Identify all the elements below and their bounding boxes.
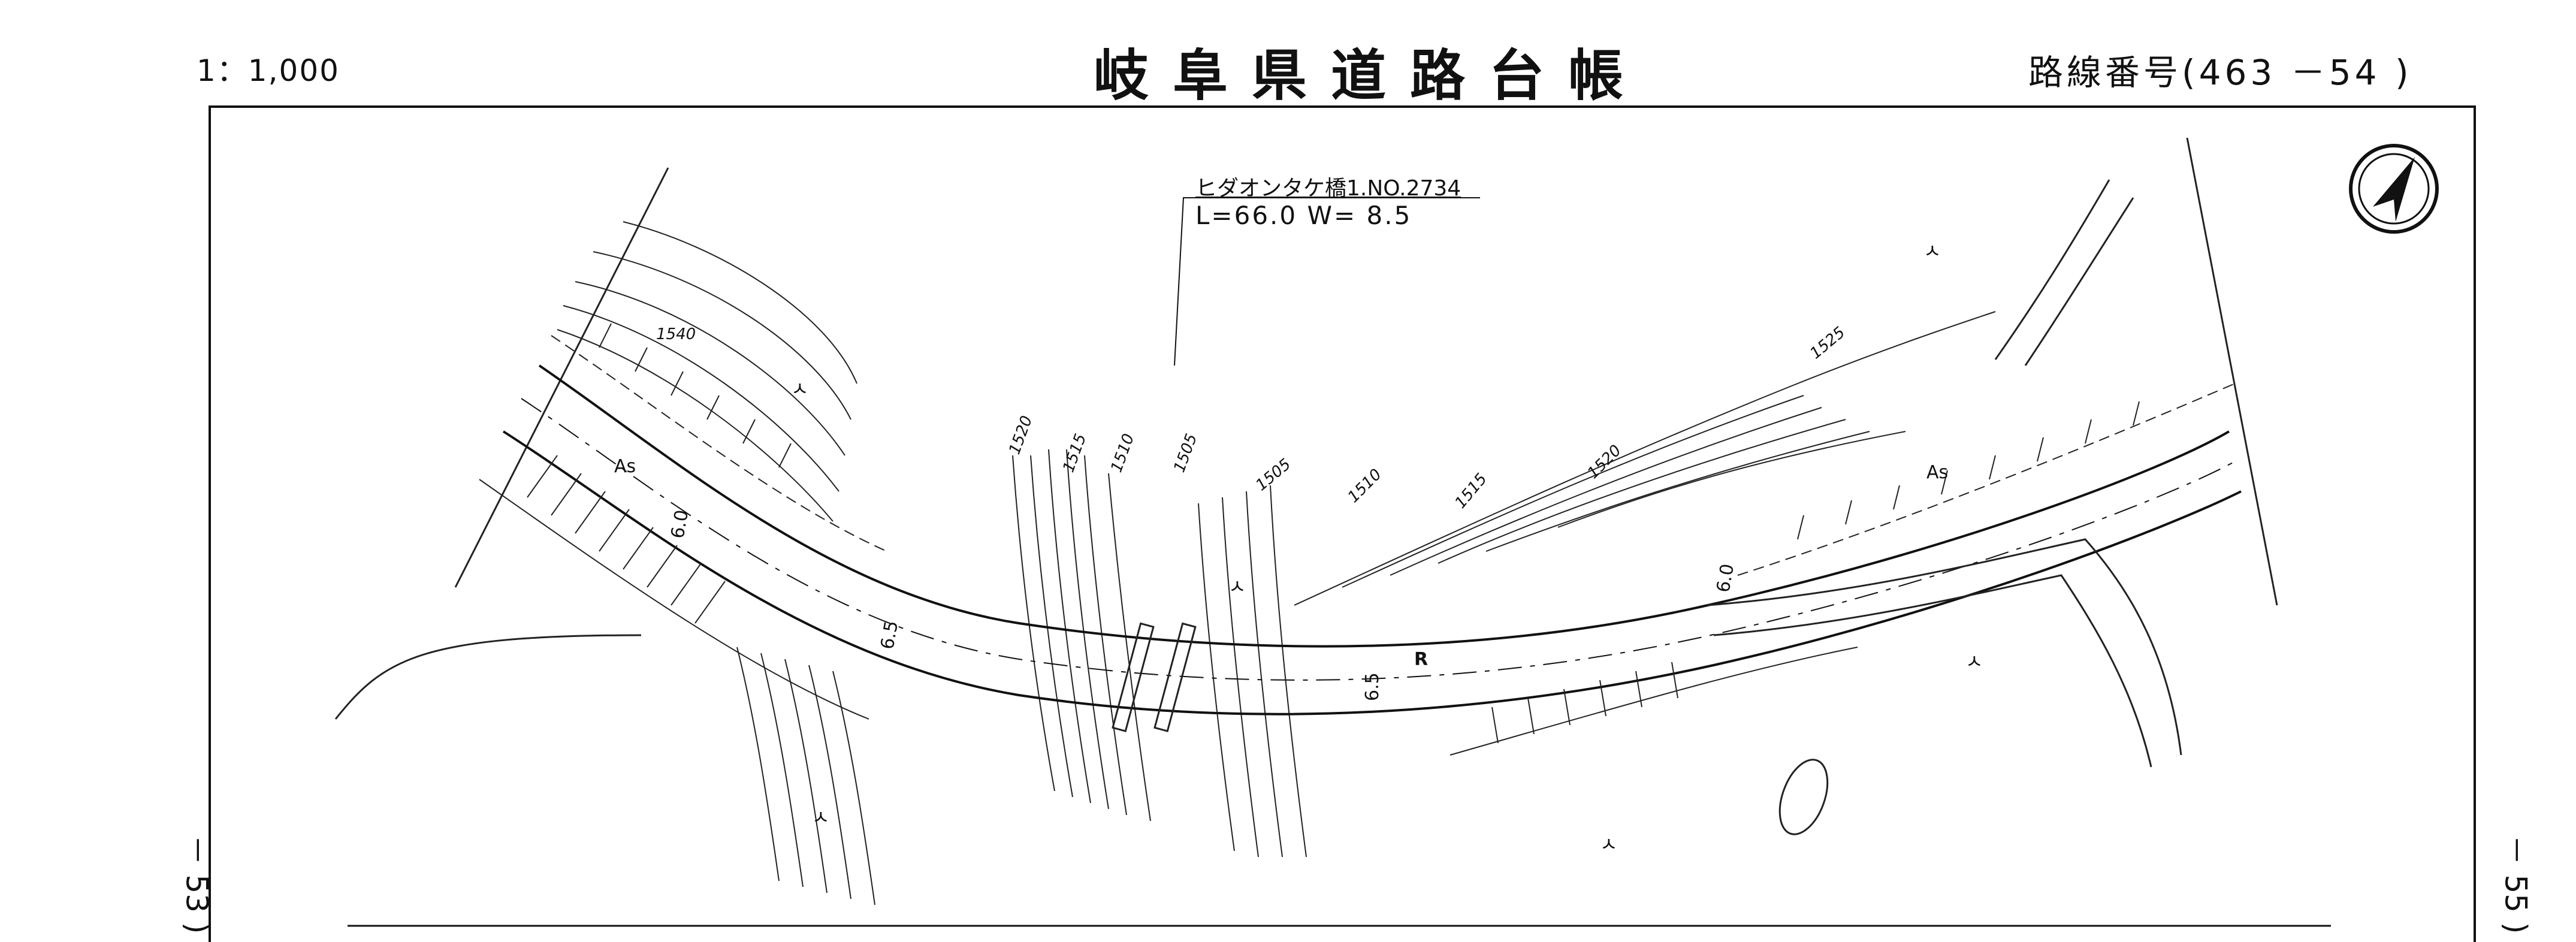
page-title: 岐阜県道路台帳 <box>1094 44 1648 108</box>
contour-label: 1505 <box>1170 431 1201 475</box>
contours-right <box>1294 311 1996 606</box>
right-boundary-line <box>2186 137 2278 606</box>
route-number: 路線番号(463 －54 ) <box>2028 52 2412 93</box>
contour-label: 1515 <box>1451 470 1491 512</box>
spur-road <box>1994 179 2134 366</box>
branch-road <box>1707 538 2182 768</box>
bridge-leader-line <box>1174 197 1480 366</box>
map-scale: 1：1,000 <box>197 53 340 88</box>
terrain-symbol: ㅅ <box>1923 240 1941 262</box>
contours-left <box>557 221 875 905</box>
contour-label: 1505 <box>1252 455 1294 495</box>
terrain-symbol: ㅅ <box>812 806 829 829</box>
contour-label: 1525 <box>1807 324 1849 363</box>
main-road <box>502 364 2242 715</box>
road-width-label: 6.0 <box>1713 562 1738 594</box>
road-edge-north <box>538 364 2230 648</box>
contour-label: 1520 <box>1584 442 1625 482</box>
slope-hachures-left <box>527 323 792 624</box>
contour-label: 1510 <box>1107 431 1138 475</box>
pavement-label: As <box>1926 462 1948 483</box>
north-arrow-icon <box>2349 144 2439 234</box>
terrain-symbol: ㅅ <box>1965 650 1983 673</box>
left-boundary-line <box>454 167 669 588</box>
road-edge-south <box>502 430 2242 715</box>
contour-label: 1540 <box>656 325 696 343</box>
bridge-abutments <box>1112 622 1197 732</box>
terrain-symbol: ㅅ <box>1228 575 1246 598</box>
ground-line-left <box>334 634 642 720</box>
road-width-label: 6.0 <box>667 508 693 540</box>
pond <box>1778 759 1829 835</box>
road-width-label: 6.5 <box>1362 672 1383 701</box>
slope-hachures-right <box>1491 401 2140 744</box>
contour-label: 1520 <box>1005 413 1036 457</box>
bridge-name: ヒダオンタケ橋1.NO.2734 <box>1195 176 1461 201</box>
pavement-label: As <box>614 456 636 477</box>
contours-center <box>1012 449 1307 858</box>
road-centerline <box>521 398 2236 681</box>
terrain-symbol: ㅅ <box>791 378 808 400</box>
road-width-label: 6.5 <box>877 619 902 651</box>
curve-label: R <box>1414 649 1428 670</box>
road-side-lines <box>479 335 2236 756</box>
bridge-dimensions: L=66.0 W= 8.5 <box>1195 201 1412 230</box>
map-frame <box>209 105 2476 942</box>
terrain-symbol: ㅅ <box>1600 833 1617 856</box>
contour-label: 1510 <box>1345 466 1385 506</box>
